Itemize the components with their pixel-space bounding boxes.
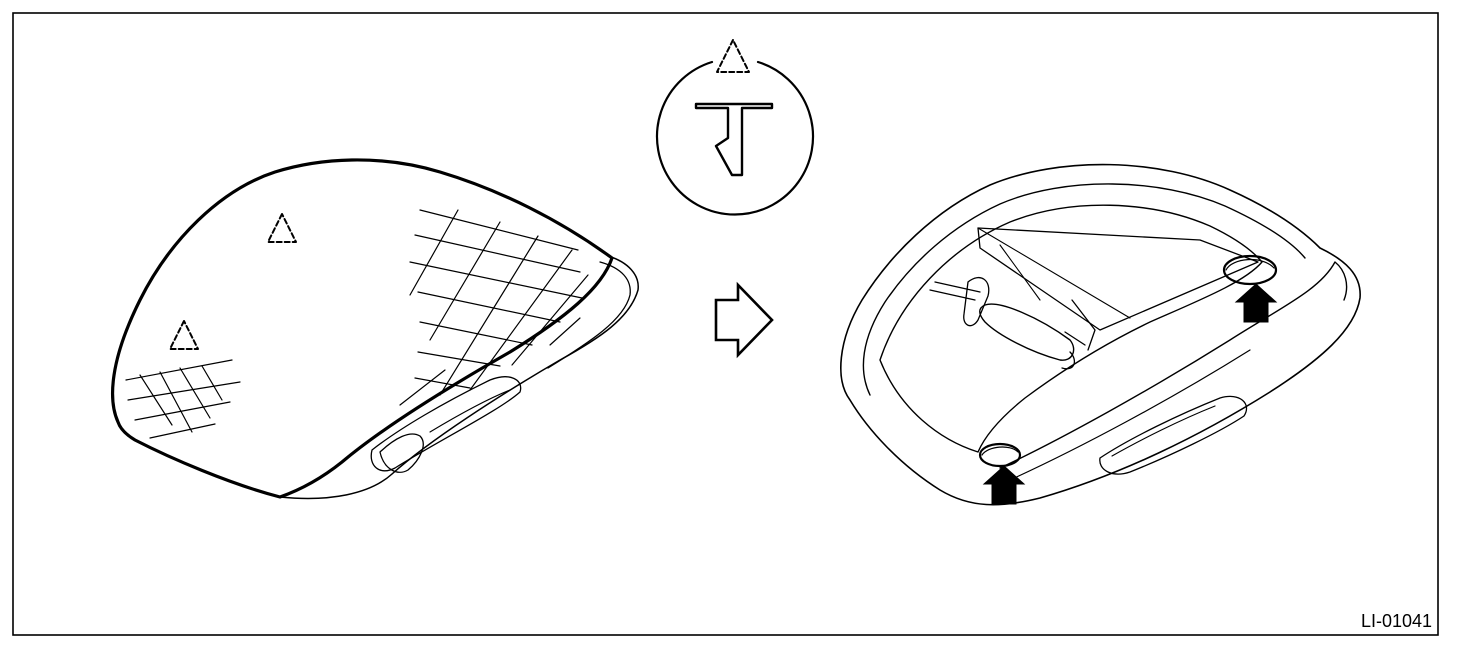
claw-marker-lower — [169, 320, 199, 350]
switch-knob — [379, 433, 424, 473]
push-arrow-right — [1234, 283, 1278, 323]
bezel-edge — [999, 261, 1348, 469]
reflector-line — [977, 227, 1131, 319]
figure-id-label: LI-01041 — [1360, 611, 1432, 631]
housing-inner — [862, 183, 1306, 396]
claw-marker-upper — [267, 213, 297, 243]
lamp-housing-assembly — [840, 163, 1361, 506]
claw-profile — [694, 102, 774, 177]
push-arrow-left — [982, 465, 1026, 505]
bezel-edge-2 — [1009, 349, 1251, 481]
claw-right — [1222, 254, 1278, 286]
detail-circle — [655, 60, 815, 216]
lens-cover-assembly — [110, 158, 639, 500]
wire — [999, 244, 1041, 301]
housing-rim — [547, 261, 631, 369]
housing-outer — [840, 163, 1361, 506]
process-arrow — [714, 281, 774, 359]
detail-marker — [716, 39, 750, 73]
lens-outline — [110, 158, 614, 499]
reflector-panel — [977, 227, 1259, 331]
tape-grid-right — [399, 209, 589, 406]
bulb — [979, 303, 1075, 361]
switch-recess-right — [1099, 395, 1248, 475]
figure-frame — [12, 12, 1439, 636]
tape-grid-left — [125, 359, 241, 439]
switch-recess-right-inner — [1111, 405, 1216, 457]
claw-right-arc — [1225, 259, 1275, 271]
housing-outline — [279, 255, 639, 500]
claw-left-arc — [981, 446, 1019, 456]
opening-rim — [879, 204, 1263, 453]
claw-detail — [655, 39, 815, 216]
bulb-left-terminal — [929, 277, 990, 327]
switch-groove — [429, 389, 511, 433]
claw-left — [978, 442, 1022, 468]
bulb-right-terminal — [1061, 299, 1096, 370]
